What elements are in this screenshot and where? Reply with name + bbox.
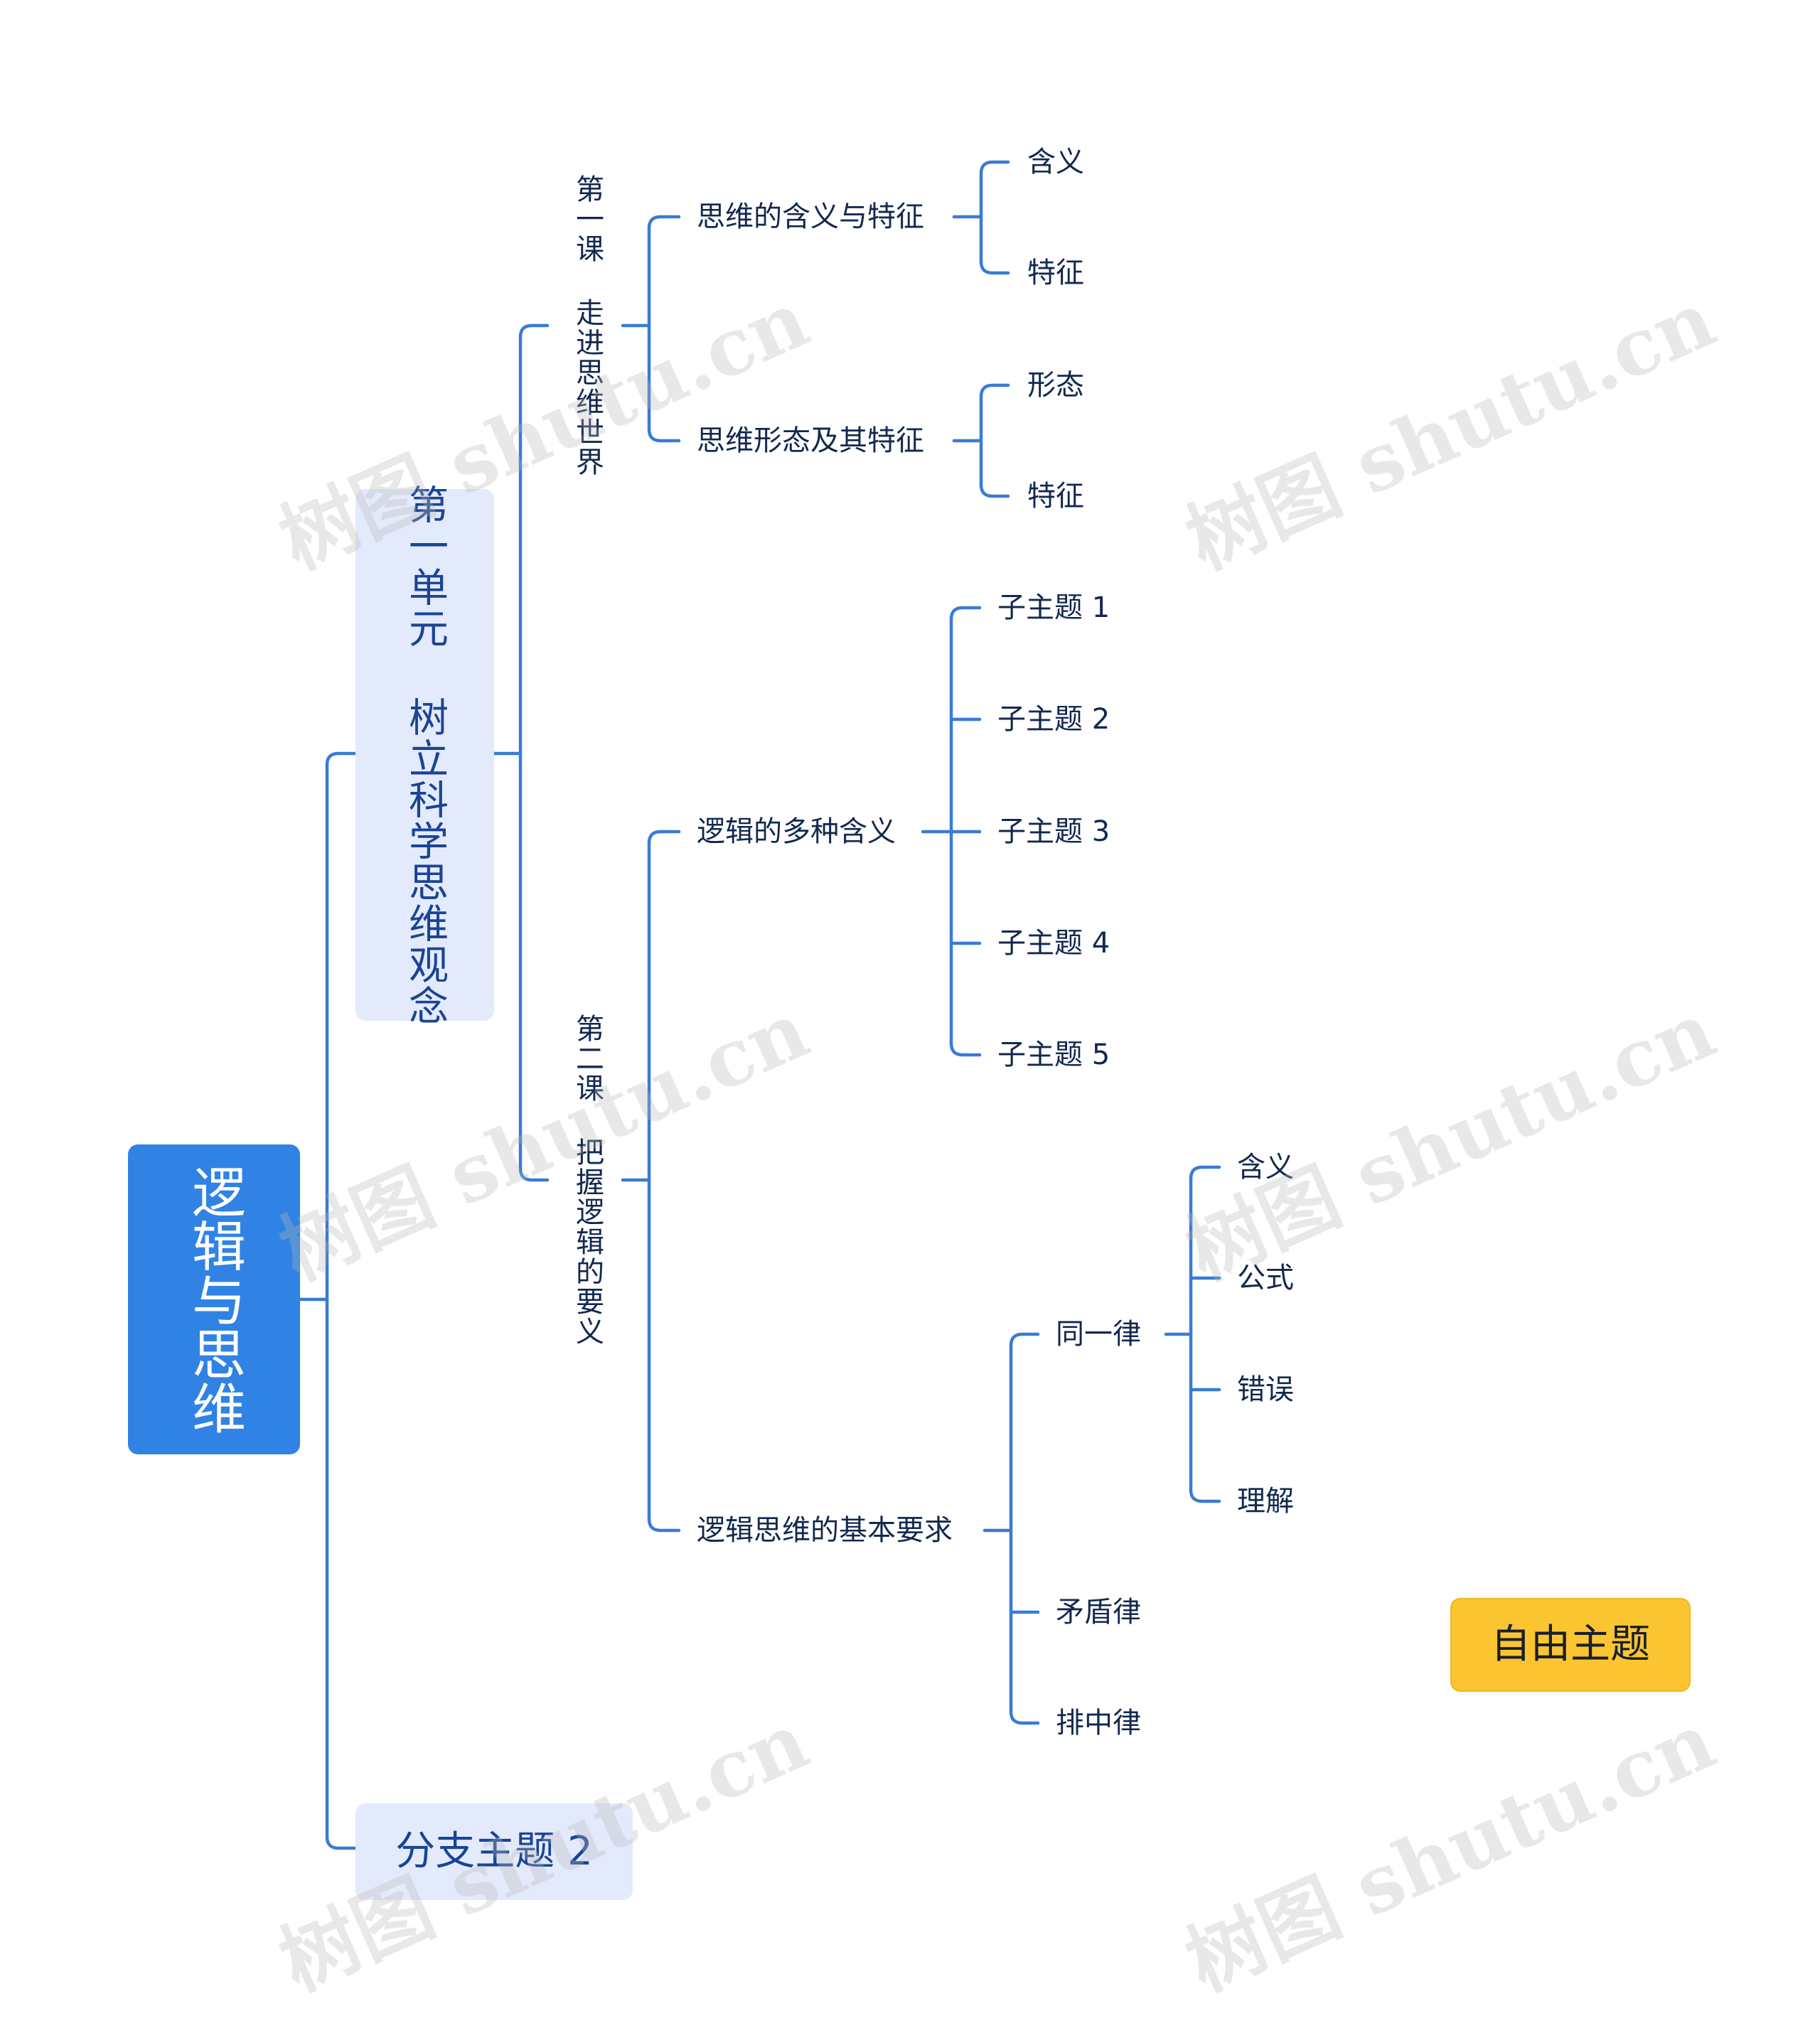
law-of-contradiction[interactable]: 矛盾律 — [1056, 1596, 1141, 1629]
root-topic[interactable]: 逻辑与思维 — [128, 1144, 300, 1454]
connector-18 — [979, 259, 1010, 275]
connector-10 — [647, 427, 681, 443]
connector-5 — [518, 323, 550, 339]
subtopic-2[interactable]: 子主题 2 — [997, 703, 1110, 736]
lesson-one-topic[interactable]: 第一课 走进思维世界 — [571, 174, 604, 477]
free-topic[interactable]: 自由主题 — [1450, 1598, 1691, 1692]
connector-25 — [949, 606, 982, 621]
free-topic-label: 自由主题 — [1491, 1621, 1650, 1668]
identity-formula[interactable]: 公式 — [1237, 1262, 1294, 1294]
identity-meaning[interactable]: 含义 — [1237, 1151, 1294, 1184]
identity-error[interactable]: 错误 — [1237, 1373, 1294, 1406]
identity-understanding[interactable]: 理解 — [1237, 1485, 1294, 1518]
law-of-identity[interactable]: 同一律 — [1056, 1318, 1141, 1351]
branch-topic-2-label: 分支主题 2 — [395, 1828, 593, 1874]
unit-one-label: 第一单元 树立科学思维观念 — [402, 483, 449, 1026]
connector-29 — [949, 1041, 982, 1057]
connector-40 — [1189, 1488, 1221, 1503]
connector-34 — [1009, 1710, 1040, 1725]
subtopic-meaning[interactable]: 含义 — [1027, 146, 1084, 178]
subtopic-3[interactable]: 子主题 3 — [997, 815, 1110, 848]
topic-thinking-meaning[interactable]: 思维的含义与特征 — [697, 200, 924, 233]
connector-32 — [1009, 1332, 1040, 1348]
topic-logic-meanings[interactable]: 逻辑的多种含义 — [697, 815, 896, 848]
branch-topic-2[interactable]: 分支主题 2 — [355, 1803, 633, 1900]
topic-thinking-forms[interactable]: 思维形态及其特征 — [697, 424, 924, 457]
connector-6 — [518, 1166, 550, 1182]
root-topic-label: 逻辑与思维 — [183, 1164, 246, 1434]
connector-13 — [647, 830, 681, 845]
subtopic-form[interactable]: 形态 — [1027, 369, 1084, 402]
connector-2 — [325, 1835, 358, 1850]
subtopic-feature[interactable]: 特征 — [1027, 257, 1084, 289]
subtopic-1[interactable]: 子主题 1 — [997, 591, 1110, 624]
connector-17 — [979, 160, 1010, 176]
connector-1 — [325, 751, 358, 767]
topic-logic-requirements[interactable]: 逻辑思维的基本要求 — [697, 1514, 953, 1547]
subtopic-5[interactable]: 子主题 5 — [997, 1039, 1110, 1071]
connector-37 — [1189, 1165, 1221, 1181]
subtopic-feature-2[interactable]: 特征 — [1027, 480, 1084, 513]
law-of-excluded-middle[interactable]: 排中律 — [1056, 1707, 1141, 1739]
connector-9 — [647, 215, 681, 230]
lesson-two-topic[interactable]: 第二课 把握逻辑的要义 — [571, 1014, 604, 1346]
connector-14 — [647, 1517, 681, 1533]
unit-one-topic[interactable]: 第一单元 树立科学思维观念 — [355, 484, 494, 1026]
connector-21 — [979, 383, 1010, 399]
connector-22 — [979, 483, 1010, 498]
subtopic-4[interactable]: 子主题 4 — [997, 927, 1110, 960]
